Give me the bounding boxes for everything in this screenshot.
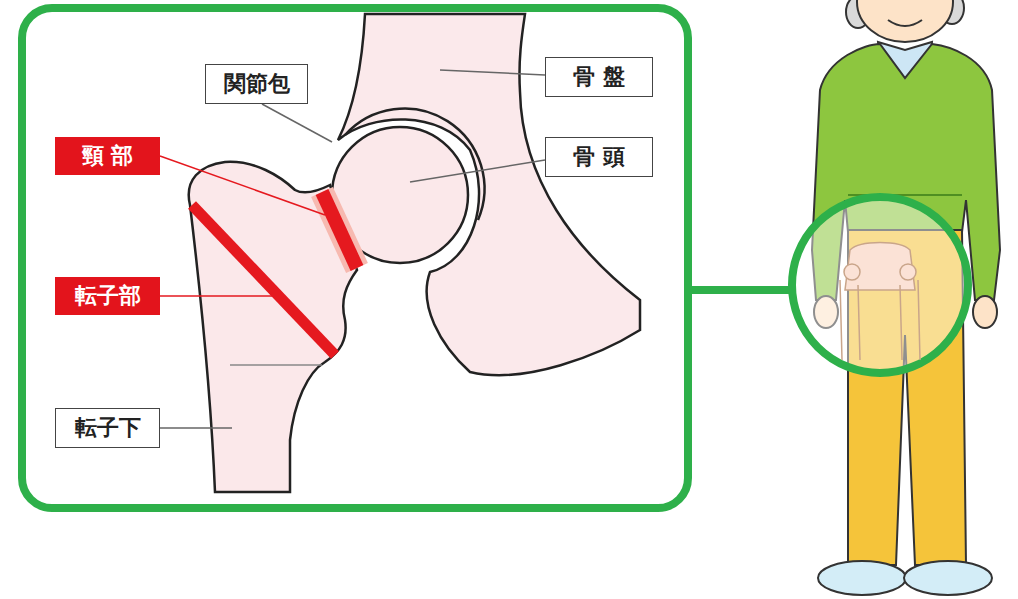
small-pelvis [845, 243, 915, 291]
leader-line [440, 70, 545, 75]
small-femur [840, 280, 920, 360]
region-line [230, 364, 322, 366]
part-label: 転子部 [75, 284, 141, 308]
neck-fracture-line [322, 192, 357, 268]
smile [888, 20, 922, 26]
frame [22, 8, 688, 508]
small-femoral-head [900, 264, 916, 280]
part-label: 骨 盤 [573, 65, 625, 89]
small-femoral-head [844, 264, 860, 280]
shoe [904, 561, 992, 595]
neck-fracture-glow [322, 192, 357, 268]
label-box: 転子部 [55, 277, 160, 315]
label-box: 骨 頭 [545, 137, 653, 177]
hand [973, 296, 997, 328]
shoe [818, 561, 906, 595]
frame-link [688, 286, 794, 294]
part-label: 転子下 [75, 416, 141, 440]
femur [189, 162, 357, 492]
leader-line [160, 156, 325, 215]
part-label: 骨 頭 [573, 145, 625, 169]
label-box: 関節包 [205, 64, 308, 104]
magnifier-circle [792, 197, 968, 373]
part-label: 頸 部 [82, 144, 134, 168]
part-label: 関節包 [224, 72, 290, 96]
leader-line [160, 295, 272, 297]
trochanteric-fracture-line [192, 205, 335, 355]
leader-line [262, 104, 332, 142]
face [857, 0, 953, 42]
leader-line [160, 427, 232, 429]
label-box: 骨 盤 [545, 57, 653, 97]
label-box: 頸 部 [55, 137, 160, 175]
label-box: 転子下 [55, 408, 160, 448]
leader-line [410, 160, 545, 182]
